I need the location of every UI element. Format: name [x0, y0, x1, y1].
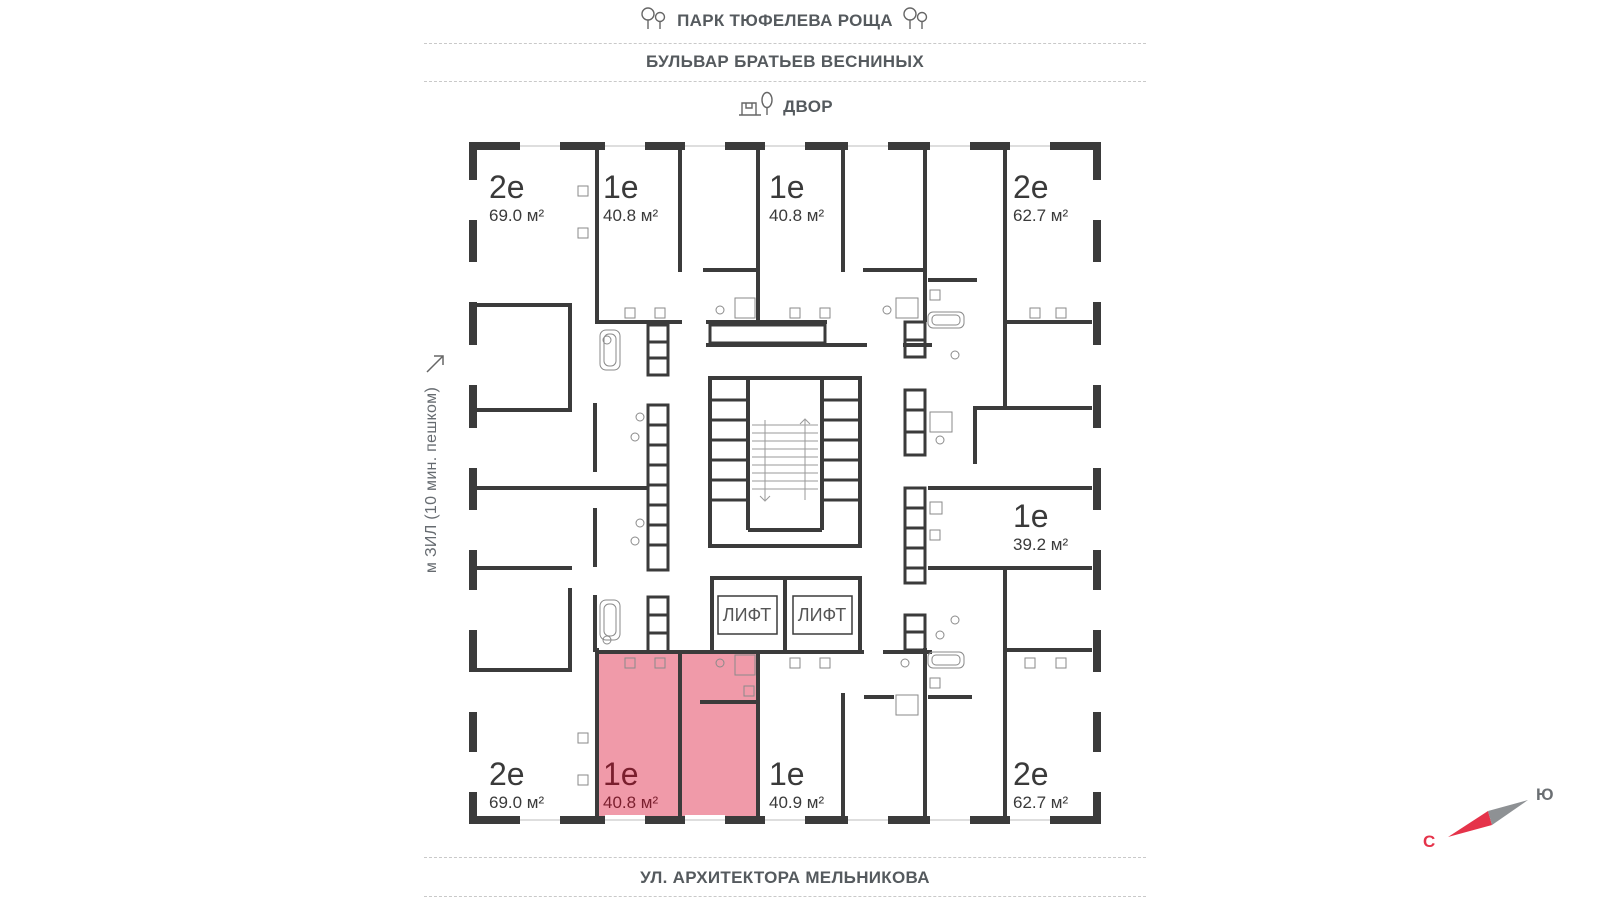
apartment-type: 2е — [1013, 756, 1049, 792]
playground-icon — [737, 91, 775, 122]
apartment-type: 1е — [603, 169, 639, 205]
apartment-type: 1е — [603, 756, 639, 792]
apartment-2e-bottom-left[interactable]: 2е 69.0 м² — [489, 756, 544, 812]
apartment-1e-bottom-2[interactable]: 1е 40.9 м² — [769, 756, 824, 812]
boulevard-label: БУЛЬВАР БРАТЬЕВ ВЕСНИНЫХ — [646, 52, 924, 71]
apartment-area: 69.0 м² — [489, 793, 544, 812]
apartment-2e-top-left[interactable]: 2е 69.0 м² — [489, 169, 544, 225]
apartment-type: 2е — [1013, 169, 1049, 205]
tree-icon — [639, 6, 669, 35]
apartment-type: 1е — [1013, 498, 1049, 534]
service-shafts — [646, 320, 927, 654]
apartment-area: 40.8 м² — [603, 793, 658, 812]
interior-walls — [475, 148, 1092, 818]
apartment-1e-selected[interactable]: 1е 40.8 м² — [603, 756, 658, 812]
apartment-type: 2е — [489, 756, 525, 792]
apartment-area: 62.7 м² — [1013, 793, 1068, 812]
metro-text: м ЗИЛ (10 мин. пешком) — [423, 386, 441, 574]
courtyard-name: ДВОР — [783, 96, 833, 116]
apartment-2e-top-right[interactable]: 2е 62.7 м² — [1013, 169, 1068, 225]
apartment-1e-right[interactable]: 1е 39.2 м² — [1013, 498, 1068, 554]
divider — [424, 81, 1146, 82]
compass-south-label: С — [1423, 832, 1436, 851]
compass-icon — [1448, 800, 1528, 837]
apartment-type: 1е — [769, 169, 805, 205]
elevator-label: ЛИФТ — [798, 605, 846, 625]
apartment-area: 69.0 м² — [489, 206, 544, 225]
stair-core — [708, 376, 862, 548]
elevator-label: ЛИФТ — [723, 605, 771, 625]
apartment-2e-bottom-right[interactable]: 2е 62.7 м² — [1013, 756, 1068, 812]
apartment-1e-top-2[interactable]: 1е 40.8 м² — [769, 169, 824, 225]
park-name: ПАРК ТЮФЕЛЕВА РОЩА — [677, 10, 893, 30]
apartment-type: 2е — [489, 169, 525, 205]
tree-icon — [901, 6, 931, 35]
apartment-area: 40.9 м² — [769, 793, 824, 812]
park-label: ПАРК ТЮФЕЛЕВА РОЩА — [424, 6, 1146, 35]
divider — [424, 896, 1146, 897]
apartment-area: 40.8 м² — [769, 206, 824, 225]
floor-plan: ЛИФТ ЛИФТ 2е 69.0 м² 1е 40.8 м² — [468, 141, 1102, 825]
compass-north-label: Ю — [1536, 785, 1554, 804]
apartment-1e-top-1[interactable]: 1е 40.8 м² — [603, 169, 658, 225]
apartment-area: 40.8 м² — [603, 206, 658, 225]
elevator-shafts — [710, 576, 862, 652]
bottom-street-label: УЛ. АРХИТЕКТОРА МЕЛЬНИКОВА — [640, 868, 930, 887]
arrow-up-right-icon — [424, 353, 446, 380]
divider — [424, 43, 1146, 44]
apartment-type: 1е — [769, 756, 805, 792]
apartment-area: 62.7 м² — [1013, 206, 1068, 225]
bathroom-fixtures — [577, 185, 1067, 786]
divider — [424, 857, 1146, 858]
apartment-area: 39.2 м² — [1013, 535, 1068, 554]
courtyard-label: ДВОР — [424, 91, 1146, 122]
